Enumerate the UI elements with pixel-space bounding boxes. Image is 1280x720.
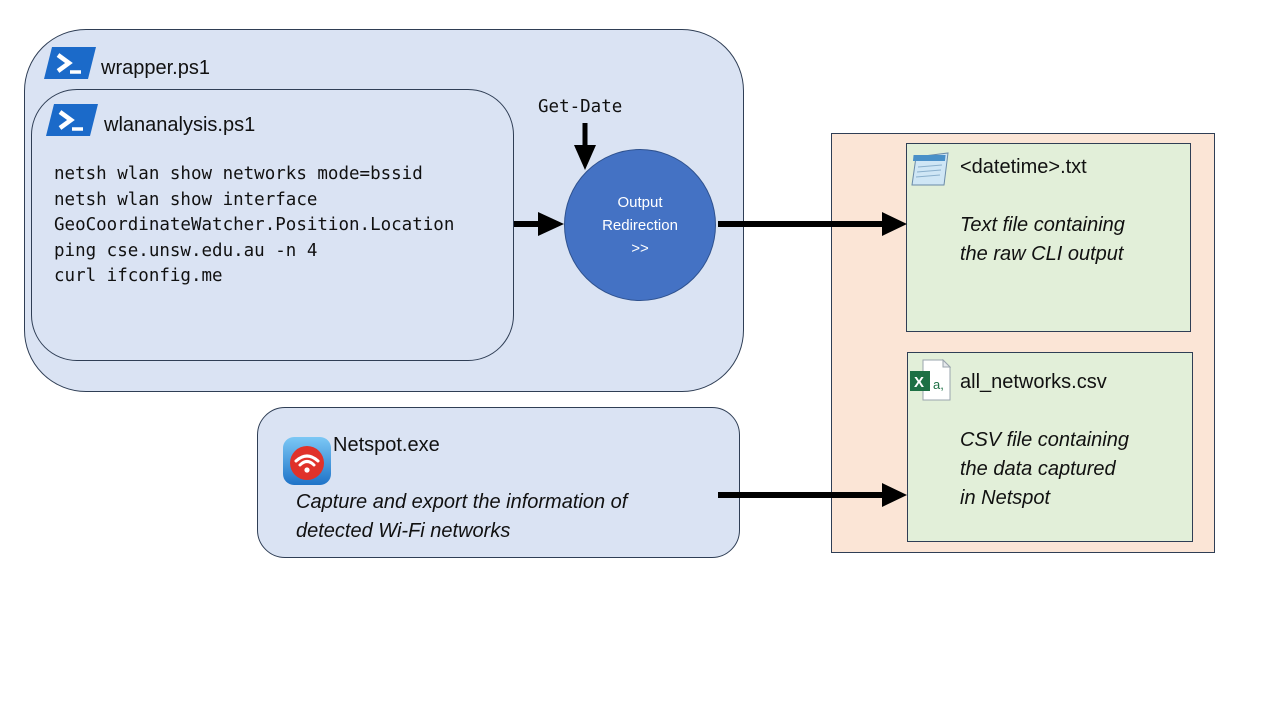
notepad-icon <box>910 151 950 192</box>
txt-file-description: Text file containing the raw CLI output <box>960 211 1125 269</box>
netspot-title: Netspot.exe <box>333 434 440 456</box>
command-line: curl ifconfig.me <box>54 266 223 286</box>
command-line: netsh wlan show networks mode=bssid <box>54 164 423 184</box>
csv-file-description: CSV file containing the data captured in… <box>960 426 1129 513</box>
command-list: netsh wlan show networks mode=bssid nets… <box>54 162 454 290</box>
powershell-icon <box>44 47 96 79</box>
csv-desc-line: in Netspot <box>960 487 1051 509</box>
wlananalysis-container <box>31 89 514 361</box>
redirection-line-1: Output <box>617 193 663 211</box>
netspot-desc-line: detected Wi-Fi networks <box>296 520 511 542</box>
output-redirection-node: Output Redirection >> <box>564 149 716 301</box>
redirection-line-3: >> <box>631 239 649 257</box>
netspot-container <box>257 407 740 558</box>
command-line: GeoCoordinateWatcher.Position.Location <box>54 215 455 235</box>
netspot-description: Capture and export the information of de… <box>296 488 627 546</box>
csv-file-box <box>907 352 1193 542</box>
csv-file-title: all_networks.csv <box>960 371 1107 393</box>
excel-icon: X a, <box>909 358 952 406</box>
command-line: ping cse.unsw.edu.au -n 4 <box>54 240 318 261</box>
svg-text:a,: a, <box>933 377 944 392</box>
svg-text:X: X <box>914 374 924 391</box>
wlananalysis-title: wlananalysis.ps1 <box>104 114 256 136</box>
txt-file-box <box>906 143 1191 332</box>
command-line: netsh wlan show interface <box>54 189 318 210</box>
get-date-label: Get-Date <box>538 97 623 117</box>
txt-file-title: <datetime>.txt <box>960 156 1087 178</box>
csv-desc-line: the data captured <box>960 458 1116 480</box>
wrapper-title: wrapper.ps1 <box>101 57 210 79</box>
csv-desc-line: CSV file containing <box>960 429 1129 451</box>
powershell-icon <box>46 104 98 136</box>
txt-desc-line: the raw CLI output <box>960 243 1124 265</box>
netspot-desc-line: Capture and export the information of <box>296 491 628 513</box>
netspot-wifi-icon <box>283 437 331 490</box>
redirection-line-2: Redirection <box>602 216 678 234</box>
txt-desc-line: Text file containing <box>960 214 1125 236</box>
